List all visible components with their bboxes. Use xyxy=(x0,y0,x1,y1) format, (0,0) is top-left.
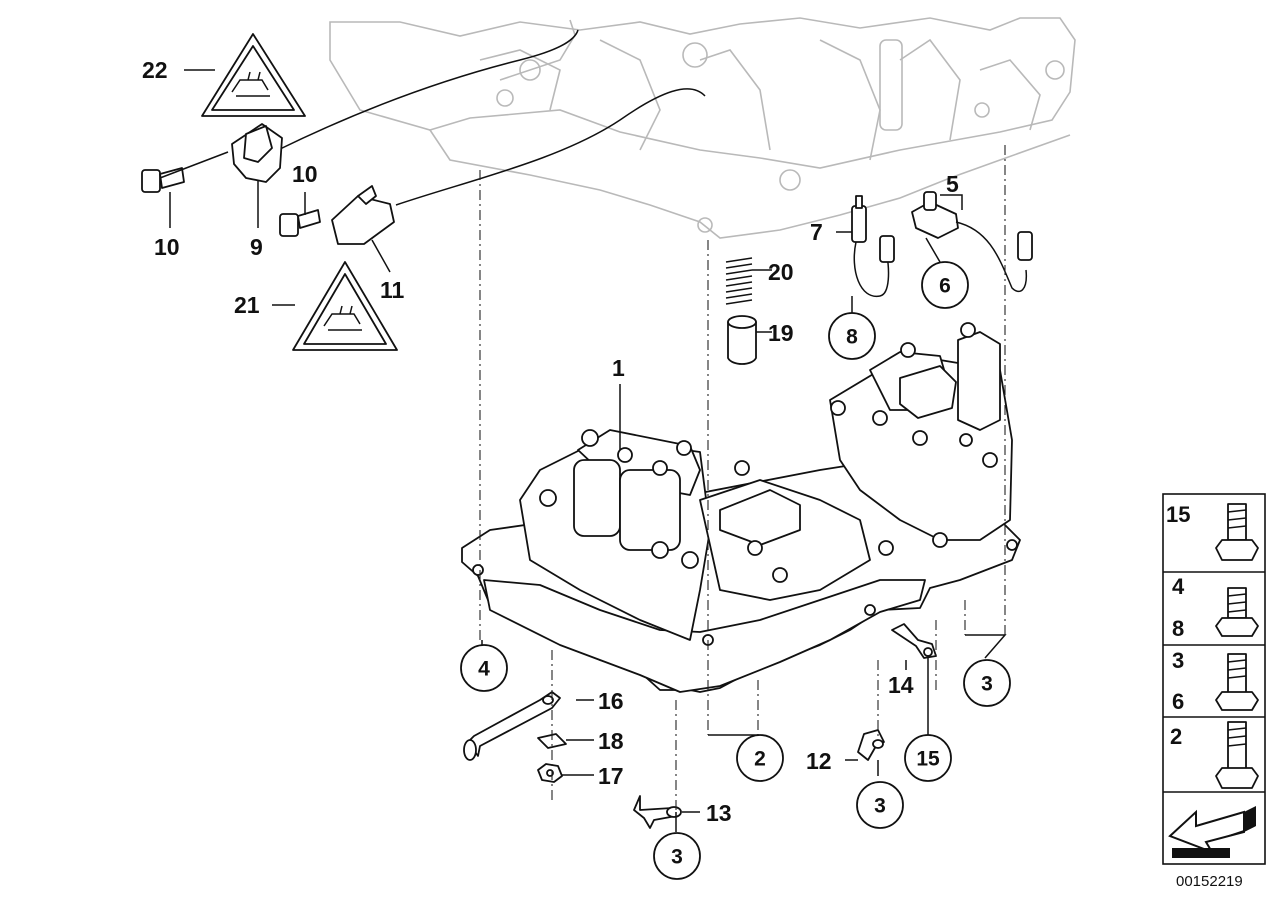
callout-17: 17 xyxy=(598,763,624,789)
circled-callout-4: 4 xyxy=(460,644,508,692)
filter-19 xyxy=(727,315,757,365)
valve-body-assembly xyxy=(461,322,1021,693)
clip-13 xyxy=(633,795,682,829)
speed-sensor-11 xyxy=(279,185,395,245)
callout-21: 21 xyxy=(234,292,260,318)
svg-text:2: 2 xyxy=(754,748,766,771)
speed-sensor-9 xyxy=(141,123,283,193)
callout-10-lower: 10 xyxy=(154,234,180,260)
svg-text:15: 15 xyxy=(916,748,940,771)
callout-9: 9 xyxy=(250,234,263,260)
callout-7: 7 xyxy=(810,219,823,245)
sensor-wires xyxy=(277,29,706,206)
callout-12: 12 xyxy=(806,748,832,774)
legend-row-2: 2 xyxy=(1170,721,1259,789)
fastener-legend: 15 4 8 3 6 2 xyxy=(1162,493,1266,865)
clip-12 xyxy=(857,729,885,761)
legend-row-4-8: 4 8 xyxy=(1172,574,1259,641)
alignment-lines xyxy=(479,145,1006,810)
direction-arrow-icon xyxy=(1168,806,1256,858)
legend-row-15: 15 xyxy=(1166,502,1259,561)
svg-text:6: 6 xyxy=(939,275,951,298)
svg-text:15: 15 xyxy=(1166,502,1190,527)
legend-row-3-6: 3 6 xyxy=(1172,648,1259,714)
callout-1: 1 xyxy=(612,355,625,381)
circled-callout-6: 6 xyxy=(921,261,969,309)
svg-text:3: 3 xyxy=(1172,648,1184,673)
callout-22: 22 xyxy=(142,57,168,83)
svg-text:4: 4 xyxy=(478,658,490,681)
callout-labels: 22 21 10 9 10 11 1 20 19 7 5 16 18 17 13… xyxy=(142,57,959,826)
svg-text:4: 4 xyxy=(1172,574,1185,599)
circled-callout-15: 15 xyxy=(904,734,952,782)
transmission-case-ghost xyxy=(329,17,1076,239)
warning-triangle-21 xyxy=(292,261,398,351)
warning-triangle-22 xyxy=(201,33,306,117)
circled-callouts: 6 8 4 3 2 15 3 3 xyxy=(460,261,1011,880)
washer-18 xyxy=(537,733,567,749)
catalog-number: 00152219 xyxy=(1176,873,1243,890)
circled-callout-2: 2 xyxy=(736,734,784,782)
callout-18: 18 xyxy=(598,728,624,754)
svg-text:8: 8 xyxy=(1172,616,1184,641)
svg-text:8: 8 xyxy=(846,326,858,349)
svg-text:2: 2 xyxy=(1170,724,1182,749)
callout-19: 19 xyxy=(768,320,794,346)
temperature-sensor-5 xyxy=(911,191,1033,293)
spring-20 xyxy=(725,257,753,305)
callout-20: 20 xyxy=(768,259,794,285)
circled-callout-3-bottom: 3 xyxy=(653,832,701,880)
callout-16: 16 xyxy=(598,688,624,714)
svg-text:3: 3 xyxy=(981,673,993,696)
bolt-heads xyxy=(539,322,998,583)
callout-13: 13 xyxy=(706,800,732,826)
svg-text:3: 3 xyxy=(874,795,886,818)
circled-callout-8: 8 xyxy=(828,312,876,360)
leader-lines xyxy=(169,69,1007,832)
pressure-sensor-7 xyxy=(851,195,895,297)
clip-14 xyxy=(891,623,937,659)
svg-text:6: 6 xyxy=(1172,689,1184,714)
nut-17 xyxy=(537,763,563,783)
circled-callout-3-middle: 3 xyxy=(856,781,904,829)
bracket-16 xyxy=(463,691,561,761)
callout-10-upper: 10 xyxy=(292,161,318,187)
callout-11: 11 xyxy=(380,277,405,303)
callout-14: 14 xyxy=(888,672,914,698)
circled-callout-3-right: 3 xyxy=(963,659,1011,707)
callout-5: 5 xyxy=(946,171,959,197)
svg-text:3: 3 xyxy=(671,846,683,869)
